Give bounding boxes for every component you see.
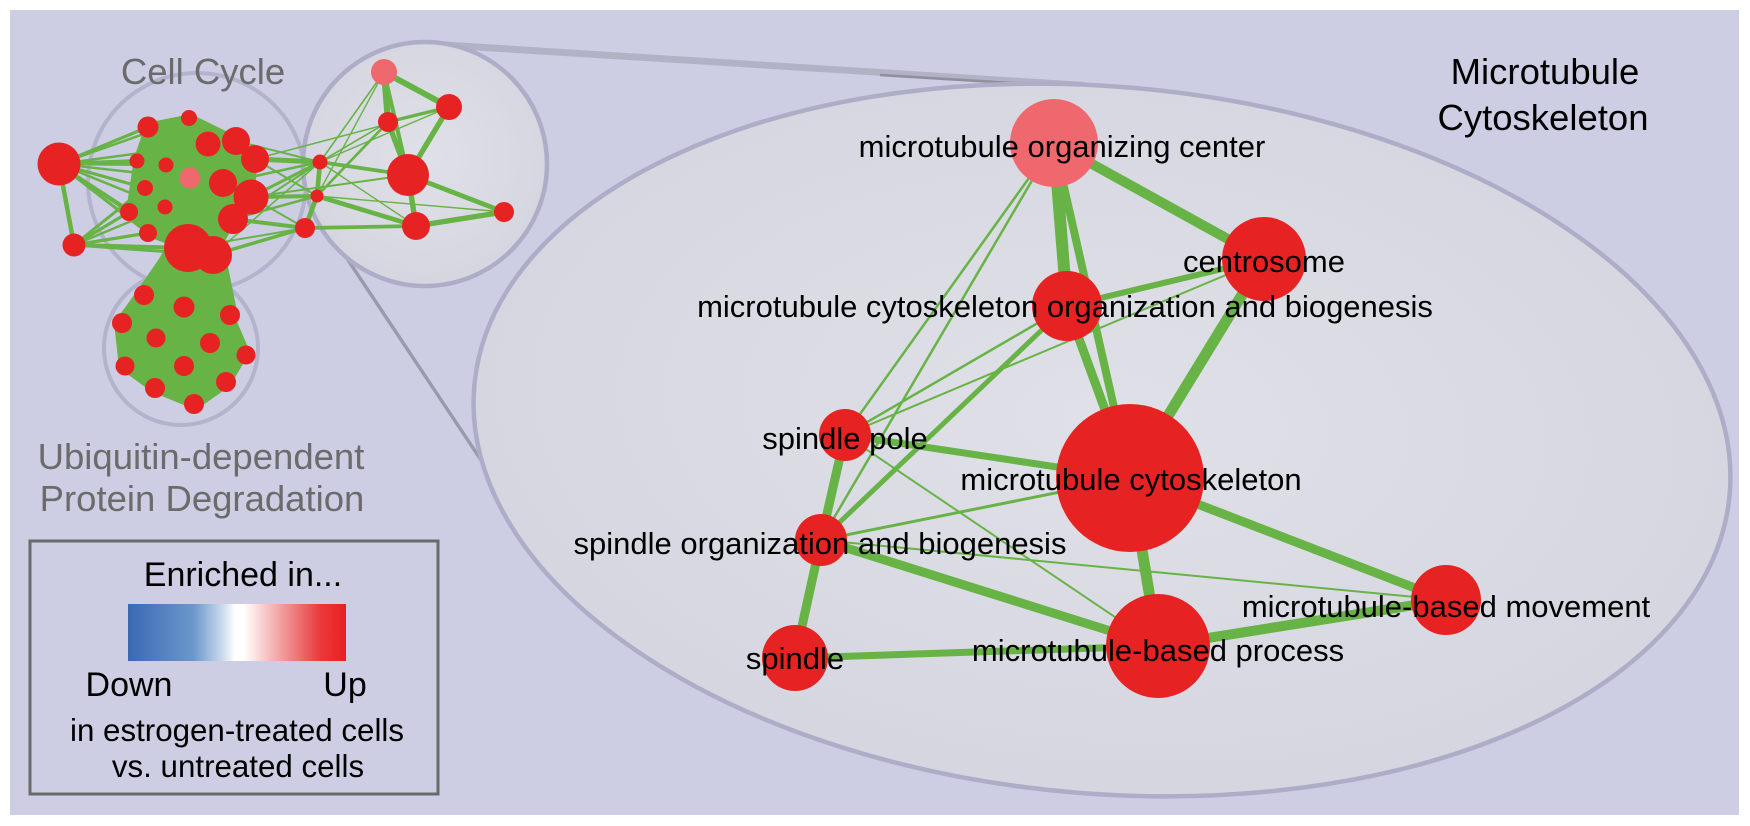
svg-text:in estrogen-treated cells: in estrogen-treated cells xyxy=(70,713,404,748)
svg-text:Ubiquitin-dependent: Ubiquitin-dependent xyxy=(38,436,365,477)
svg-text:Microtubule: Microtubule xyxy=(1451,51,1640,92)
svg-text:Enriched in...: Enriched in... xyxy=(144,556,342,594)
svg-text:microtubule-based process: microtubule-based process xyxy=(972,633,1344,668)
svg-text:microtubule organizing center: microtubule organizing center xyxy=(859,129,1266,164)
svg-text:spindle organization and bioge: spindle organization and biogenesis xyxy=(574,526,1067,561)
svg-text:Cell Cycle: Cell Cycle xyxy=(121,51,285,92)
svg-text:vs. untreated cells: vs. untreated cells xyxy=(112,749,364,784)
svg-text:Up: Up xyxy=(323,666,366,704)
svg-text:microtubule cytoskeleton organ: microtubule cytoskeleton organization an… xyxy=(697,289,1433,324)
svg-text:Cytoskeleton: Cytoskeleton xyxy=(1438,97,1649,138)
svg-text:spindle pole: spindle pole xyxy=(762,421,927,456)
svg-text:Down: Down xyxy=(86,666,173,704)
svg-text:centrosome: centrosome xyxy=(1183,244,1345,279)
svg-text:Protein Degradation: Protein Degradation xyxy=(40,478,365,519)
svg-text:spindle: spindle xyxy=(746,641,844,676)
svg-text:microtubule cytoskeleton: microtubule cytoskeleton xyxy=(960,462,1301,497)
svg-text:microtubule-based movement: microtubule-based movement xyxy=(1242,589,1651,624)
